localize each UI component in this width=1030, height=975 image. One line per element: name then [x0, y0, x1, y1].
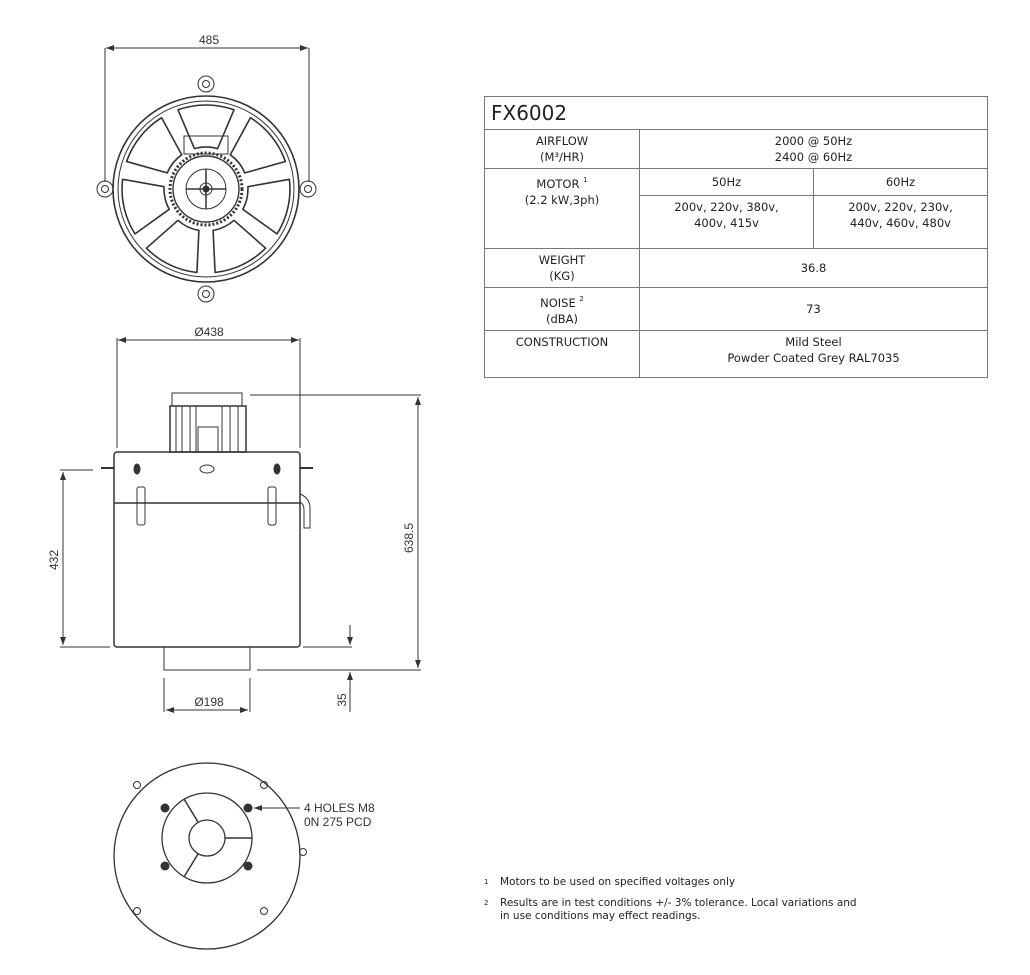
mounting-lug	[96, 180, 114, 198]
fan-window	[212, 219, 267, 274]
airflow-value-50: 2000 @ 50Hz	[774, 134, 853, 148]
mounting-lug	[197, 75, 215, 93]
table-row-motor: MOTOR 1 (2.2 kW,3ph) 50Hz 60Hz	[484, 168, 988, 249]
table-row-airflow: AIRFLOW (M³/HR) 2000 @ 50Hz 2400 @ 60Hz	[484, 129, 988, 169]
mounting-hole	[243, 803, 253, 813]
fan-window	[121, 178, 170, 235]
construction-value-line2: Powder Coated Grey RAL7035	[727, 351, 900, 365]
side-view	[60, 337, 421, 713]
fan-window	[242, 178, 291, 235]
table-row-weight: WEIGHT (KG) 36.8	[484, 248, 988, 288]
fan-window	[145, 219, 200, 274]
fan-window	[125, 116, 183, 174]
model-title: FX6002	[484, 96, 988, 130]
mounting-hole	[160, 803, 170, 813]
volts-60-line1: 200v, 220v, 230v,	[848, 200, 953, 214]
weight-value: 36.8	[639, 248, 988, 288]
footnote-1: 1 Motors to be used on specified voltage…	[484, 876, 857, 889]
motor-unit: (2.2 kW,3ph)	[524, 193, 600, 207]
noise-label: NOISE	[540, 296, 576, 310]
footnote-2: 2 Results are in test conditions +/- 3% …	[484, 897, 857, 923]
mounting-lug	[197, 285, 215, 303]
mounting-hole	[243, 861, 253, 871]
footnote-text: Motors to be used on specified voltages …	[500, 876, 736, 888]
airflow-label: AIRFLOW	[535, 134, 589, 148]
table-row-noise: NOISE 2 (dBA) 73	[484, 287, 988, 331]
top-view	[96, 45, 317, 303]
spec-table: FX6002 AIRFLOW (M³/HR) 2000 @ 50Hz 2400 @ …	[484, 96, 988, 378]
motor-label: MOTOR	[536, 177, 580, 191]
footnote-mark: 2	[579, 295, 584, 303]
weight-label: WEIGHT	[538, 253, 586, 267]
dim-638-5: 638.5	[402, 523, 416, 553]
dim-35: 35	[335, 693, 349, 707]
holes-label-line2: 0N 275 PCD	[304, 815, 372, 829]
bottom-view	[113, 762, 307, 950]
footnotes: 1 Motors to be used on specified voltage…	[484, 876, 857, 931]
dim-485: 485	[199, 33, 219, 47]
volts-60-line2: 440v, 460v, 480v	[850, 216, 951, 230]
airflow-unit: (M³/HR)	[539, 150, 585, 164]
fan-window	[229, 116, 287, 174]
table-row-motor-voltages: 200v, 220v, 380v, 400v, 415v 200v, 220v, …	[485, 195, 988, 249]
airflow-value-60: 2400 @ 60Hz	[774, 150, 853, 164]
noise-value: 73	[639, 287, 988, 331]
mounting-hole	[160, 861, 170, 871]
volts-50-line1: 200v, 220v, 380v,	[674, 200, 779, 214]
mounting-lug	[299, 180, 317, 198]
dim-diameter-438: Ø438	[194, 325, 224, 339]
volts-50-line2: 400v, 415v	[694, 216, 759, 230]
footnote-text-line2: in use conditions may effect readings.	[500, 910, 701, 922]
dim-432: 432	[47, 550, 61, 570]
fan-window	[177, 104, 235, 150]
footnote-text-line1: Results are in test conditions +/- 3% to…	[500, 897, 857, 909]
motor-col-50hz: 50Hz	[639, 168, 814, 196]
motor-col-60hz: 60Hz	[813, 168, 988, 196]
holes-label-line1: 4 HOLES M8	[304, 801, 375, 815]
dim-diameter-198: Ø198	[194, 695, 224, 709]
footnote-mark: 1	[484, 878, 489, 886]
construction-label: CONSTRUCTION	[515, 335, 609, 349]
footnote-mark: 1	[583, 176, 588, 184]
fan-spokes	[121, 104, 291, 274]
construction-value-line1: Mild Steel	[785, 335, 842, 349]
weight-unit: (KG)	[549, 269, 575, 283]
footnote-mark: 2	[484, 899, 489, 907]
noise-unit: (dBA)	[545, 312, 579, 326]
